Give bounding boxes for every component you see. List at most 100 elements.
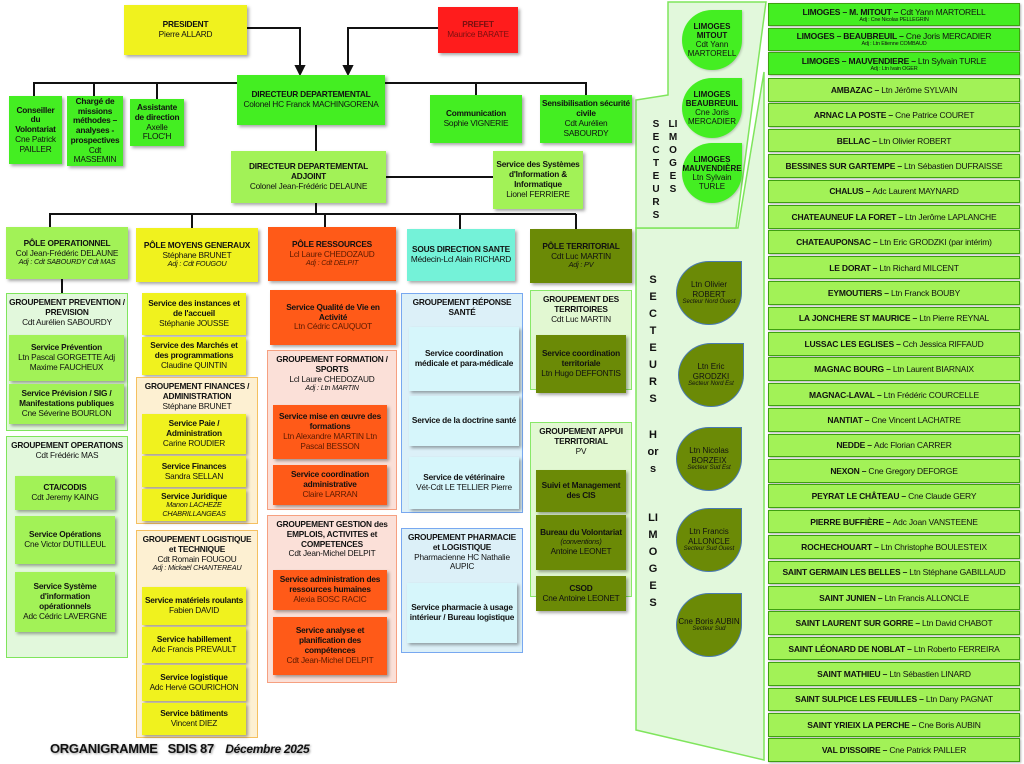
box-suivi[interactable]: Suivi et Management des CIS [536,470,626,512]
separator: – [883,516,893,527]
box-bureau[interactable]: Bureau du Volontariat(conventions)Antoin… [536,515,626,570]
box-person: Sophie VIGNERIE [443,118,509,128]
commune-row[interactable]: BESSINES SUR GARTEMPE – Ltn Sébastien DU… [768,154,1020,178]
separator: – [886,110,896,121]
commune-row[interactable]: LIMOGES – MAUVENDIERE – Ltn Sylvain TURL… [768,52,1020,75]
commune-row[interactable]: LE DORAT – Ltn Richard MILCENT [768,255,1020,280]
commune-row[interactable]: BELLAC – Ltn Olivier ROBERT [768,128,1020,153]
separator: – [910,313,920,324]
commune-row[interactable]: PEYRAT LE CHÂTEAU – Cne Claude GERY [768,484,1020,508]
commune-line: LIMOGES – BEAUBREUIL – Cne Joris MERCADI… [797,31,992,41]
commune-row[interactable]: ROCHECHOUART – Ltn Christophe BOULESTEIX [768,535,1020,559]
commune-row[interactable]: PIERRE BUFFIÈRE – Adc Joan VANSTEENE [768,509,1020,534]
box-sio[interactable]: Service Système d'information opérationn… [15,572,115,632]
commune-row[interactable]: SAINT LAURENT SUR GORRE – Ltn David CHAB… [768,611,1020,635]
drop-person: Cne Boris AUBIN [678,616,740,626]
commune-row[interactable]: LIMOGES – BEAUBREUIL – Cne Joris MERCADI… [768,27,1020,51]
separator: – [871,541,881,552]
commune-row[interactable]: SAINT JUNIEN – Ltn Francis ALLONCLE [768,586,1020,610]
box-charge[interactable]: Chargé de missions méthodes – analyses -… [67,96,123,166]
commune-row[interactable]: SAINT MATHIEU – Ltn Sébastien LINARD [768,662,1020,686]
commune-row[interactable]: AMBAZAC – Ltn Jérôme SYLVAIN [768,78,1020,102]
commune-row[interactable]: NANTIAT – Cne Vincent LACHATRE [768,408,1020,432]
commune-row[interactable]: SAINT LÉONARD DE NOBLAT – Ltn Roberto FE… [768,636,1020,661]
box-analyse[interactable]: Service analyse et planification des com… [273,617,387,675]
commune-chief: Ltn Jerôme LAPLANCHE [905,211,997,222]
commune-row[interactable]: NEDDE – Adc Florian CARRER [768,433,1020,458]
box-rh[interactable]: Service administration des ressources hu… [273,570,387,610]
box-pharma[interactable]: Service pharmacie à usage intérieur / Bu… [407,583,517,643]
commune-row[interactable]: VAL D'ISSOIRE – Cne Patrick PAILLER [768,738,1020,762]
commune-row[interactable]: CHALUS – Adc Laurent MAYNARD [768,179,1020,204]
commune-row[interactable]: NEXON – Cne Gregory DEFORGE [768,459,1020,483]
commune-line: SAINT SULPICE LES FEUILLES – Ltn Dany PA… [795,694,993,704]
box-doctrine[interactable]: Service de la doctrine santé [409,396,519,446]
commune-row[interactable]: SAINT SULPICE LES FEUILLES – Ltn Dany PA… [768,687,1020,712]
commune-row[interactable]: MAGNAC-LAVAL – Ltn Frédéric COURCELLE [768,382,1020,407]
box-marches[interactable]: Service des Marchés et des programmation… [142,337,246,375]
box-person: Adc Cédric LAVERGNE [23,610,107,621]
commune-name: NEDDE [836,440,866,451]
box-person: Colonel Jean-Frédéric DELAUNE [249,180,368,191]
commune-name: CHALUS [829,186,864,197]
separator: – [880,668,890,679]
commune-row[interactable]: MAGNAC BOURG – Ltn Laurent BIARNAIX [768,357,1020,381]
commune-row[interactable]: ARNAC LA POSTE – Cne Patrice COURET [768,103,1020,127]
commune-row[interactable]: LIMOGES – M. MITOUT – Cdt Yann MARTORELL… [768,3,1020,26]
commune-chief: Adc Florian CARRER [873,440,952,451]
commune-row[interactable]: SAINT YRIEIX LA PERCHE – Cne Boris AUBIN [768,713,1020,737]
commune-row[interactable]: CHATEAUPONSAC – Ltn Eric GRODZKI (par in… [768,230,1020,254]
commune-row[interactable]: LUSSAC LES EGLISES – Cch Jessica RIFFAUD [768,332,1020,356]
box-ssi[interactable]: Service des Systèmes d'Information & Inf… [493,151,583,209]
commune-row[interactable]: LA JONCHERE ST MAURICE – Ltn Pierre REYN… [768,306,1020,331]
separator: – [859,465,869,476]
box-person: Lcl Laure CHEDOZAUD [289,373,375,384]
box-coord-med[interactable]: Service coordination médicale et para-mé… [409,327,519,391]
commune-row[interactable]: EYMOUTIERS – Ltn Franck BOUBY [768,281,1020,305]
commune-name: PIERRE BUFFIÈRE [810,516,884,527]
box-s-previs[interactable]: Service Prévision / SIG / Manifestations… [9,384,124,424]
box-title: Service coordination médicale et para-mé… [414,348,514,368]
commune-row[interactable]: CHATEAUNEUF LA FORET – Ltn Jerôme LAPLAN… [768,205,1020,229]
commune-chief: Cne Claude GERY [908,491,977,502]
commune-row[interactable]: SAINT GERMAIN LES BELLES – Ltn Stéphane … [768,560,1020,585]
